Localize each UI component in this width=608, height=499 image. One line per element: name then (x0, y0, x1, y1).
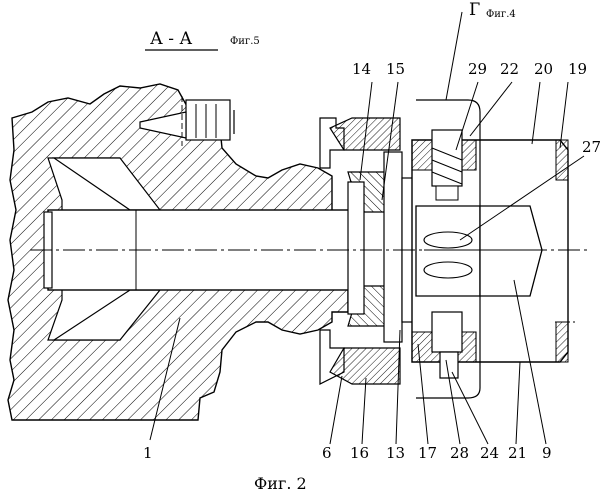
callout-29: 29 (468, 62, 487, 77)
callout-28: 28 (450, 446, 469, 461)
callout-20: 20 (534, 62, 553, 77)
nut-13 (348, 182, 364, 314)
callout-15: 15 (386, 62, 405, 77)
detail-ref: Фиг.4 (486, 10, 516, 20)
callout-21: 21 (508, 446, 527, 461)
callout-24: 24 (480, 446, 499, 461)
callout-13: 13 (386, 446, 405, 461)
callout-6: 6 (322, 446, 332, 461)
callout-17: 17 (418, 446, 437, 461)
upper-pin (186, 100, 230, 140)
detail-label: Г (469, 2, 480, 19)
callout-19: 19 (568, 62, 587, 77)
callout-16: 16 (350, 446, 369, 461)
callout-22: 22 (500, 62, 519, 77)
section-label: А - А (150, 31, 192, 48)
callout-1: 1 (143, 446, 153, 461)
nut-27 (416, 206, 480, 296)
screw-28 (432, 312, 462, 352)
figure-caption: Фиг. 2 (254, 476, 307, 491)
callout-27: 27 (582, 140, 601, 155)
callout-9: 9 (542, 446, 552, 461)
screw-24 (440, 352, 458, 378)
section-ref: Фиг.5 (230, 37, 260, 47)
callout-14: 14 (352, 62, 371, 77)
